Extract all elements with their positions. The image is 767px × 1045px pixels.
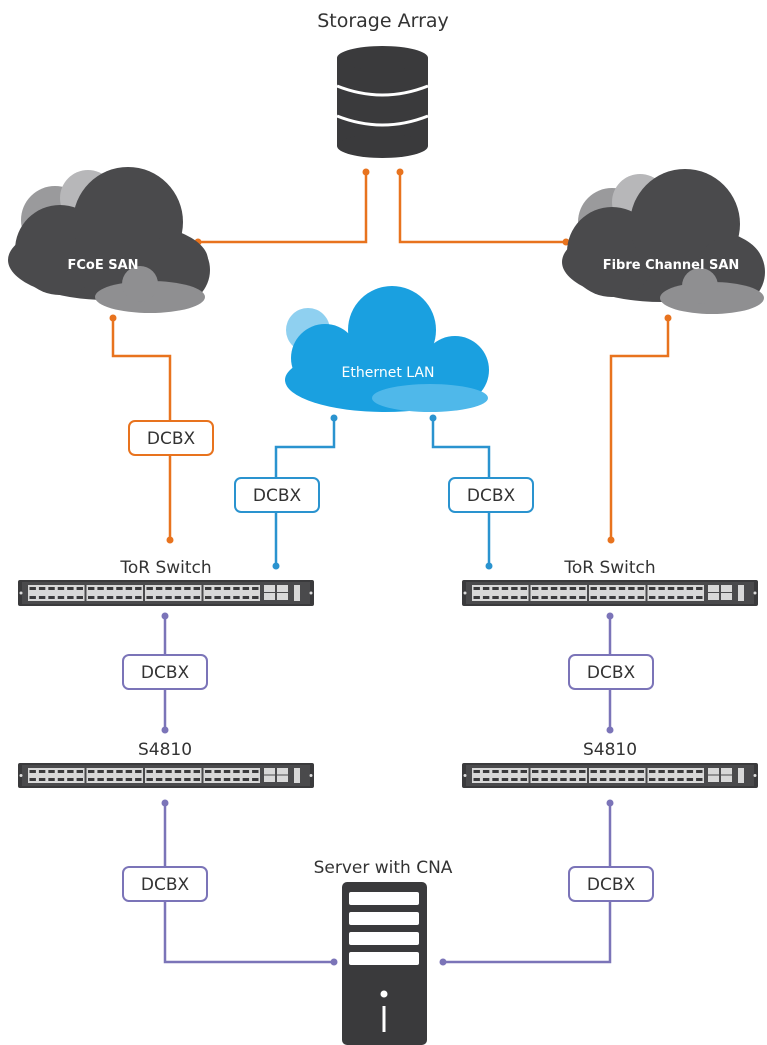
tor-switch-right-label: ToR Switch	[563, 558, 655, 578]
dcbx-box-server-left: DCBX	[122, 866, 208, 902]
dcbx-box-eth-right: DCBX	[448, 477, 534, 513]
fibre-channel-san-label: Fibre Channel SAN	[603, 258, 740, 273]
ethernet-lan-cloud	[285, 286, 489, 412]
tor-switch-right-device	[462, 580, 758, 606]
s4810-server-left-link	[163, 803, 334, 964]
server-label: Server with CNA	[314, 858, 453, 878]
s4810-left-label: S4810	[138, 740, 192, 760]
svg-text:DCBX: DCBX	[141, 875, 190, 895]
svg-text:DCBX: DCBX	[253, 486, 302, 506]
dcbx-box-server-right: DCBX	[568, 866, 654, 902]
svg-text:DCBX: DCBX	[587, 875, 636, 895]
svg-text:DCBX: DCBX	[587, 663, 636, 683]
tor-switch-left-device	[18, 580, 314, 606]
storage-array-label: Storage Array	[317, 10, 449, 32]
s4810-left-device	[18, 763, 314, 788]
fcoe-san-label: FCoE SAN	[67, 258, 138, 273]
dcbx-box-tor-s4810-right: DCBX	[568, 654, 654, 690]
svg-text:DCBX: DCBX	[147, 429, 196, 449]
storage-fibre-link	[398, 172, 566, 244]
storage-fcoe-link	[198, 172, 368, 244]
dcbx-box-eth-left: DCBX	[234, 477, 320, 513]
tor-switch-left-label: ToR Switch	[119, 558, 211, 578]
s4810-server-right-link	[443, 803, 612, 964]
ethernet-lan-label: Ethernet LAN	[342, 365, 435, 381]
server-icon	[342, 882, 427, 1045]
dcbx-box-fcoe: DCBX	[128, 420, 214, 456]
fibre-channel-san-cloud	[562, 169, 765, 314]
fibre-tor-right-link	[609, 318, 670, 540]
svg-text:DCBX: DCBX	[141, 663, 190, 683]
dcbx-box-tor-s4810-left: DCBX	[122, 654, 208, 690]
svg-text:DCBX: DCBX	[467, 486, 516, 506]
fcoe-san-cloud	[8, 167, 210, 313]
storage-array-icon	[336, 46, 429, 158]
s4810-right-label: S4810	[583, 740, 637, 760]
s4810-right-device	[462, 763, 758, 788]
